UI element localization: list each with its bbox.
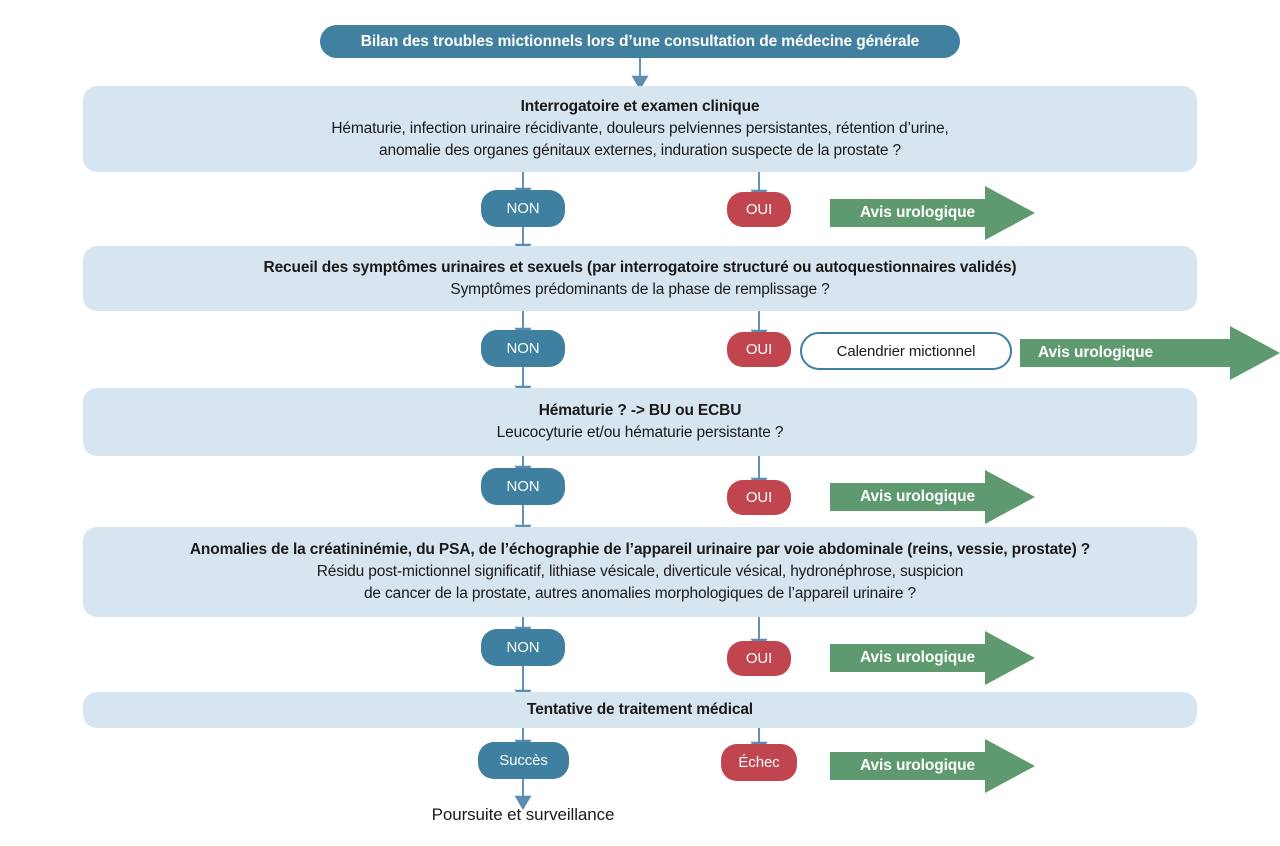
- step-5-urology-arrow[interactable]: Avis urologique: [830, 739, 1035, 793]
- step-1-question-box: Interrogatoire et examen clinique Hématu…: [83, 86, 1197, 172]
- arrow-shape-icon: [830, 739, 1035, 793]
- arrow-shape-icon: [830, 631, 1035, 685]
- step-5-success-badge[interactable]: Succès: [478, 742, 569, 779]
- step-3-no-label: NON: [506, 478, 540, 495]
- step-3-yes-badge[interactable]: OUI: [727, 480, 791, 515]
- step-3-yes-label: OUI: [745, 489, 773, 506]
- step-4-detail-line-1: Résidu post-mictionnel significatif, lit…: [316, 563, 964, 580]
- step-2-intermediate-label: Calendrier mictionnel: [836, 342, 976, 360]
- outcome-text: Poursuite et surveillance: [363, 800, 683, 830]
- step-4-yes-label: OUI: [745, 650, 773, 667]
- step-5-success-label: Succès: [499, 752, 548, 769]
- step-2-detail-line-1: Symptômes prédominants de la phase de re…: [450, 280, 830, 298]
- step-1-heading: Interrogatoire et examen clinique: [520, 98, 760, 115]
- step-1-detail-line-1: Hématurie, infection urinaire récidivant…: [331, 120, 949, 137]
- step-2-question-box: Recueil des symptômes urinaires et sexue…: [83, 246, 1197, 311]
- step-3-heading: Hématurie ? -> BU ou ECBU: [538, 402, 742, 419]
- start-title-label: Bilan des troubles mictionnels lors d’un…: [360, 32, 920, 50]
- step-2-yes-label: OUI: [745, 341, 773, 358]
- step-3-question-box: Hématurie ? -> BU ou ECBU Leucocyturie e…: [83, 388, 1197, 456]
- step-2-no-label: NON: [506, 340, 540, 357]
- step-3-detail-line-1: Leucocyturie et/ou hématurie persistante…: [496, 424, 784, 441]
- step-1-no-badge[interactable]: NON: [481, 190, 565, 227]
- step-2-urology-arrow[interactable]: Avis urologique: [1020, 326, 1280, 380]
- step-4-no-badge[interactable]: NON: [481, 629, 565, 666]
- step-2-calendar-pill[interactable]: Calendrier mictionnel: [800, 332, 1012, 370]
- step-4-detail-line-2: de cancer de la prostate, autres anomali…: [363, 585, 917, 602]
- step-4-question-box: Anomalies de la créatininémie, du PSA, d…: [83, 527, 1197, 617]
- step-1-yes-label: OUI: [745, 201, 773, 218]
- step-1-yes-badge[interactable]: OUI: [727, 192, 791, 227]
- step-2-no-badge[interactable]: NON: [481, 330, 565, 367]
- step-4-yes-badge[interactable]: OUI: [727, 641, 791, 676]
- step-5-failure-badge[interactable]: Échec: [721, 744, 797, 781]
- step-1-detail-line-2: anomalie des organes génitaux externes, …: [379, 142, 901, 159]
- outcome-label: Poursuite et surveillance: [431, 805, 615, 824]
- step-1-urology-arrow[interactable]: Avis urologique: [830, 186, 1035, 240]
- step-5-heading: Tentative de traitement médical: [527, 701, 753, 718]
- step-4-urology-arrow[interactable]: Avis urologique: [830, 631, 1035, 685]
- step-2-heading: Recueil des symptômes urinaires et sexue…: [263, 258, 1017, 276]
- step-1-no-label: NON: [506, 200, 540, 217]
- start-title-pill: Bilan des troubles mictionnels lors d’un…: [320, 25, 960, 58]
- step-5-failure-label: Échec: [738, 754, 780, 771]
- arrow-shape-icon: [830, 186, 1035, 240]
- step-3-no-badge[interactable]: NON: [481, 468, 565, 505]
- step-4-heading: Anomalies de la créatininémie, du PSA, d…: [189, 541, 1091, 558]
- step-3-urology-arrow[interactable]: Avis urologique: [830, 470, 1035, 524]
- step-2-yes-badge[interactable]: OUI: [727, 332, 791, 367]
- arrow-shape-icon: [830, 470, 1035, 524]
- step-5-question-box: Tentative de traitement médical: [83, 692, 1197, 728]
- arrow-shape-icon: [1020, 326, 1280, 380]
- step-4-no-label: NON: [506, 639, 540, 656]
